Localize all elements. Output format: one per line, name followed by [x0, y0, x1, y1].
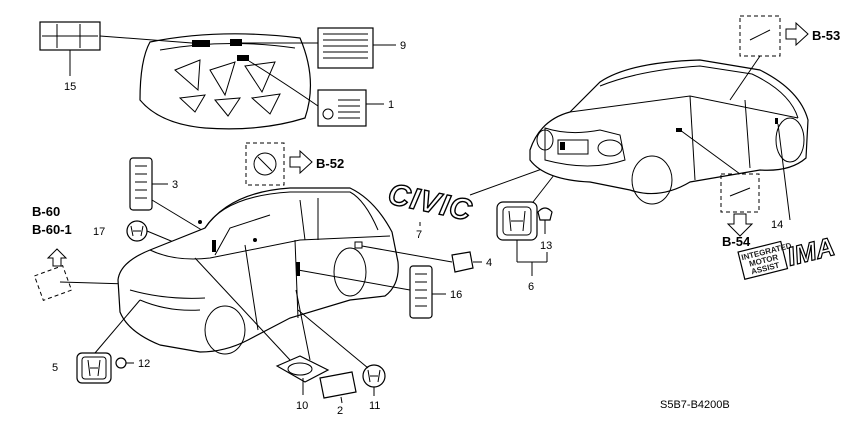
callout-14-label: 14	[771, 219, 783, 231]
callout-17: 17	[93, 226, 105, 238]
front-car	[117, 187, 399, 355]
emblem-civic: CIVIC	[385, 178, 475, 228]
part-11-emblem	[297, 309, 386, 396]
ref-b54: B-54	[722, 234, 751, 249]
part-9-label	[242, 27, 396, 69]
b53-reference	[729, 15, 809, 101]
b54-reference	[679, 129, 760, 237]
part-16-emblem	[297, 265, 446, 319]
ref-b53: B-53	[812, 28, 840, 43]
callout-13: 13	[540, 240, 552, 252]
callout-3: 4	[486, 257, 492, 269]
part-4-emblem	[129, 157, 211, 236]
badge-ima: IMA	[784, 231, 838, 272]
part-10-plate	[194, 257, 330, 395]
callout-2: 2	[337, 405, 343, 417]
part-6-h-emblem	[496, 151, 573, 276]
part-15-label	[39, 21, 193, 76]
part-12-clip	[115, 357, 134, 369]
diagram-code: S5B7-B4200B	[660, 399, 730, 411]
b52-reference	[245, 142, 313, 186]
hood-underside	[139, 33, 312, 130]
callout-1: 1	[388, 99, 394, 111]
b60-reference-box	[33, 248, 131, 301]
ref-b52: B-52	[316, 156, 344, 171]
callout-6-label: 6	[528, 281, 534, 293]
callout-11: 11	[369, 400, 380, 412]
callout-5: 5	[52, 362, 58, 374]
callout-4: 3	[172, 179, 178, 191]
callout-12: 12	[138, 358, 150, 370]
callout-9: 9	[400, 40, 406, 52]
part-13-clip	[537, 207, 553, 262]
ref-b60-1: B-60-1	[32, 222, 72, 237]
rear-car	[529, 59, 809, 205]
ref-b60: B-60	[32, 204, 60, 219]
callout-16: 16	[450, 289, 462, 301]
part-2-sticker	[319, 371, 357, 404]
callout-7: 7	[416, 229, 422, 241]
callout-15: 15	[64, 81, 76, 93]
part-5-emblem	[76, 299, 141, 384]
part-3-label	[354, 241, 482, 273]
part-1-label	[248, 60, 384, 127]
callout-10: 10	[296, 400, 308, 412]
